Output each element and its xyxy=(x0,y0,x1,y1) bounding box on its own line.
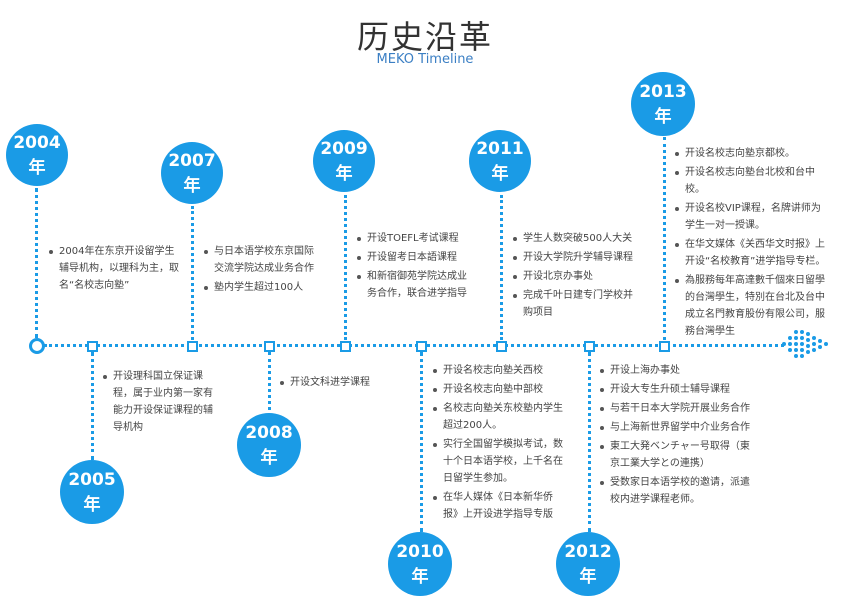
year-items-2004: 2004年在东京开设留学生辅导机构，以理科为主，取名“名校志向塾” xyxy=(49,243,181,296)
connector-2005 xyxy=(91,352,94,460)
year-items-2010: 开设名校志向塾关西校 开设名校志向塾中部校 名校志向塾关东校塾内学生超过200人… xyxy=(433,362,563,525)
timeline-item: 為服務每年高達數千個來日留學的台灣學生，特別在台北及台中成立名門教育股份有限公司… xyxy=(675,272,830,340)
timeline-item: 开设文科进学课程 xyxy=(280,374,390,391)
connector-2008 xyxy=(268,352,271,410)
year-badge-2012: 2012年 xyxy=(556,532,620,596)
year-badge-2010: 2010年 xyxy=(388,532,452,596)
timeline-item: 开设大专生升硕士辅导课程 xyxy=(600,381,750,398)
timeline-item: 开设名校志向塾中部校 xyxy=(433,381,563,398)
timeline-item: 在华文媒体《关西华文时报》上开设“名校教育”进学指导专栏。 xyxy=(675,236,830,270)
timeline-item: 塾内学生超过100人 xyxy=(204,279,314,296)
timeline-axis xyxy=(44,344,784,347)
node-2011 xyxy=(496,341,507,352)
node-2013 xyxy=(659,341,670,352)
timeline-item: 名校志向塾关东校塾内学生超过200人。 xyxy=(433,400,563,434)
node-2012 xyxy=(584,341,595,352)
timeline-item: 2004年在东京开设留学生辅导机构，以理科为主，取名“名校志向塾” xyxy=(49,243,181,294)
connector-2010 xyxy=(420,352,423,532)
connector-2013 xyxy=(663,137,666,340)
year-badge-2011: 2011年 xyxy=(469,130,531,192)
node-2008 xyxy=(264,341,275,352)
year-items-2013: 开设名校志向塾京都校。 开设名校志向塾台北校和台中校。 开设名校VIP课程，名牌… xyxy=(675,145,830,342)
timeline-item: 开设TOEFL考试课程 xyxy=(357,230,467,247)
page-subtitle: MEKO Timeline xyxy=(376,52,474,67)
year-items-2007: 与日本语学校东京国际交流学院达成业务合作 塾内学生超过100人 xyxy=(204,243,314,298)
timeline-item: 与上海新世界留学中介业务合作 xyxy=(600,419,750,436)
node-2005 xyxy=(87,341,98,352)
timeline-start-dot xyxy=(29,338,45,354)
timeline-item: 开设大学院升学辅导课程 xyxy=(513,249,638,266)
year-badge-2005: 2005年 xyxy=(60,460,124,524)
year-badge-2004: 2004年 xyxy=(6,124,68,186)
timeline-item: 开设上海办事处 xyxy=(600,362,750,379)
node-2009 xyxy=(340,341,351,352)
connector-2011 xyxy=(500,195,503,340)
timeline-item: 在华人媒体《日本新华侨报》上开设进学指导专版 xyxy=(433,489,563,523)
year-items-2012: 开设上海办事处 开设大专生升硕士辅导课程 与若干日本大学院开展业务合作 与上海新… xyxy=(600,362,750,510)
timeline-item: 与若干日本大学院开展业务合作 xyxy=(600,400,750,417)
connector-2009 xyxy=(344,195,347,340)
node-2007 xyxy=(187,341,198,352)
year-badge-2008: 2008年 xyxy=(237,413,301,477)
timeline-item: 开设北京办事处 xyxy=(513,268,638,285)
timeline-item: 开设名校VIP课程，名牌讲师为学生一对一授课。 xyxy=(675,200,830,234)
timeline-item: 开设名校志向塾关西校 xyxy=(433,362,563,379)
timeline-item: 开设留考日本語课程 xyxy=(357,249,467,266)
timeline-item: 学生人数突破500人大关 xyxy=(513,230,638,247)
year-badge-2007: 2007年 xyxy=(161,142,223,204)
timeline-item: 开设理科国立保证课程，属于业内第一家有能力开设保证课程的辅导机构 xyxy=(103,368,213,436)
timeline-item: 受数家日本语学校的邀请，派遣校内进学课程老师。 xyxy=(600,474,750,508)
year-badge-2013: 2013年 xyxy=(631,72,695,136)
timeline-item: 東工大発ベンチャー号取得（東京工業大学との連携） xyxy=(600,438,750,472)
year-items-2011: 学生人数突破500人大关 开设大学院升学辅导课程 开设北京办事处 完成千叶日建专… xyxy=(513,230,638,323)
year-items-2009: 开设TOEFL考试课程 开设留考日本語课程 和新宿御苑学院达成业务合作，联合进学… xyxy=(357,230,467,304)
connector-2004 xyxy=(35,188,38,338)
timeline-item: 开设名校志向塾台北校和台中校。 xyxy=(675,164,830,198)
timeline-arrow-icon xyxy=(782,330,828,358)
page-title: 历史沿革 xyxy=(356,18,493,56)
connector-2007 xyxy=(191,206,194,340)
connector-2012 xyxy=(588,352,591,532)
year-items-2008: 开设文科进学课程 xyxy=(280,374,390,393)
year-badge-2009: 2009年 xyxy=(313,130,375,192)
year-items-2005: 开设理科国立保证课程，属于业内第一家有能力开设保证课程的辅导机构 xyxy=(103,368,213,438)
timeline-item: 实行全国留学模拟考试，数十个日本语学校，上千名在日留学生参加。 xyxy=(433,436,563,487)
node-2010 xyxy=(416,341,427,352)
timeline-item: 和新宿御苑学院达成业务合作，联合进学指导 xyxy=(357,268,467,302)
timeline-item: 完成千叶日建专门学校并购项目 xyxy=(513,287,638,321)
timeline-item: 开设名校志向塾京都校。 xyxy=(675,145,830,162)
timeline-item: 与日本语学校东京国际交流学院达成业务合作 xyxy=(204,243,314,277)
